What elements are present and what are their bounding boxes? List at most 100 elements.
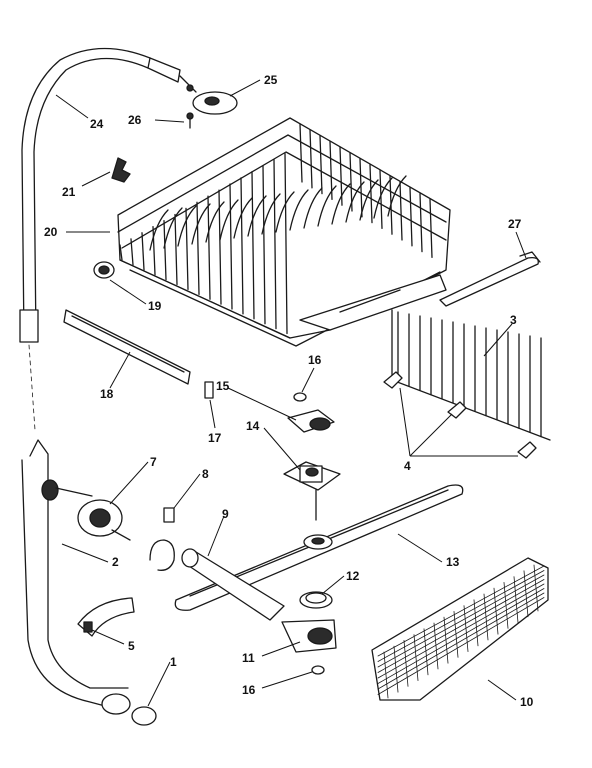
rack-wire (329, 140, 333, 201)
rack-tine (331, 183, 351, 225)
rack-wire (218, 189, 222, 305)
filter-mesh-line (377, 565, 545, 657)
filter-mesh-line (383, 651, 389, 699)
callout-25: 25 (264, 73, 278, 87)
filter-mesh-line (423, 628, 429, 676)
callout-26: 26 (128, 113, 142, 127)
rack-tine (205, 201, 225, 243)
rack-tine (219, 199, 239, 241)
filter-mesh-line (403, 640, 409, 687)
part-16-nut-upper (293, 392, 307, 402)
part-18-rail (63, 309, 191, 385)
part-9-tube (181, 548, 285, 621)
filter-mesh-line (377, 574, 545, 668)
part-24-supply-tube (19, 47, 181, 431)
callout-labels: 24 25 26 21 20 19 18 17 27 3 4 15 16 14 … (44, 73, 534, 709)
rack-tine (177, 205, 197, 247)
part-16-nut-lower (311, 665, 325, 675)
part-10-filter (371, 557, 549, 701)
rack-wire (174, 213, 178, 286)
callout-17: 17 (208, 431, 222, 445)
rack-wire (399, 181, 403, 241)
part-20-upper-rack (117, 117, 451, 347)
part-8-clamp (149, 507, 175, 571)
part-14-manifold (283, 461, 341, 521)
callout-7: 7 (150, 455, 157, 469)
callout-11: 11 (242, 651, 255, 665)
rack-tine (163, 207, 183, 249)
rack-tine (247, 195, 267, 237)
callout-3: 3 (510, 313, 517, 327)
part-12-seal (299, 591, 333, 609)
filter-mesh-line (393, 645, 399, 693)
rack-wire (251, 171, 255, 320)
callout-27: 27 (508, 217, 522, 231)
rack-wire (309, 129, 313, 189)
rack-tine (261, 193, 281, 235)
callout-10: 10 (520, 695, 534, 709)
rack-tine (317, 185, 337, 227)
rack-tine (275, 191, 295, 233)
rack-wire (163, 219, 167, 281)
filter-mesh-line (413, 634, 419, 681)
rack-wire (130, 238, 134, 266)
part-11-hub (281, 619, 337, 653)
rack-wire (359, 158, 363, 218)
rack-tine (345, 181, 365, 223)
filter-mesh-line (377, 570, 545, 662)
callout-12: 12 (346, 569, 360, 583)
filter-mesh-line (377, 588, 545, 684)
callout-1: 1 (170, 655, 177, 669)
part-19-rack-wheel (93, 261, 115, 279)
part-3-tub-wall (391, 309, 551, 441)
rack-wire (262, 165, 266, 325)
rack-wire (152, 226, 156, 276)
rack-wire (379, 169, 383, 230)
rack-tine (387, 175, 407, 217)
rack-wire (229, 183, 233, 310)
rack-wire (196, 201, 200, 295)
callout-14: 14 (246, 419, 260, 433)
callout-19: 19 (148, 299, 162, 313)
callout-2: 2 (112, 555, 119, 569)
callout-4: 4 (404, 459, 411, 473)
rack-wire (284, 152, 288, 335)
part-26-screw (186, 112, 194, 129)
filter-mesh-line (377, 597, 545, 695)
part-27-rod (439, 251, 541, 307)
part-17-stop (204, 381, 214, 399)
callout-24: 24 (90, 117, 104, 131)
rack-wire (419, 192, 423, 253)
rack-tine (359, 179, 379, 221)
leader-lines (55, 79, 527, 707)
rack-wire (429, 198, 433, 259)
rack-tine (289, 189, 309, 231)
filter-mesh-line (377, 579, 545, 673)
filter-mesh-line (377, 583, 545, 679)
rack-tine (149, 209, 169, 251)
part-7-pump-boot (77, 499, 131, 541)
rack-wire (369, 163, 373, 224)
rack-wire (409, 187, 413, 247)
rack-tine (373, 177, 393, 219)
callout-5: 5 (128, 639, 135, 653)
part-13-spray-arm (174, 484, 464, 611)
callout-15: 15 (216, 379, 230, 393)
rack-wire (141, 232, 145, 271)
rack-wire (207, 195, 211, 300)
filter-mesh-line (377, 592, 545, 690)
part-4-clips (383, 371, 537, 459)
part-21-clip (111, 157, 131, 183)
rack-tine (191, 203, 211, 245)
callout-9: 9 (222, 507, 229, 521)
rack-tine (303, 187, 323, 229)
callout-21: 21 (62, 185, 76, 199)
part-1-o-ring (101, 693, 157, 726)
filter-mesh-line (533, 564, 539, 612)
rack-tine (233, 197, 253, 239)
part-2-conduit (21, 439, 129, 711)
rack-wire (319, 134, 323, 195)
part-5-bracket (77, 597, 135, 637)
callout-8: 8 (202, 467, 209, 481)
